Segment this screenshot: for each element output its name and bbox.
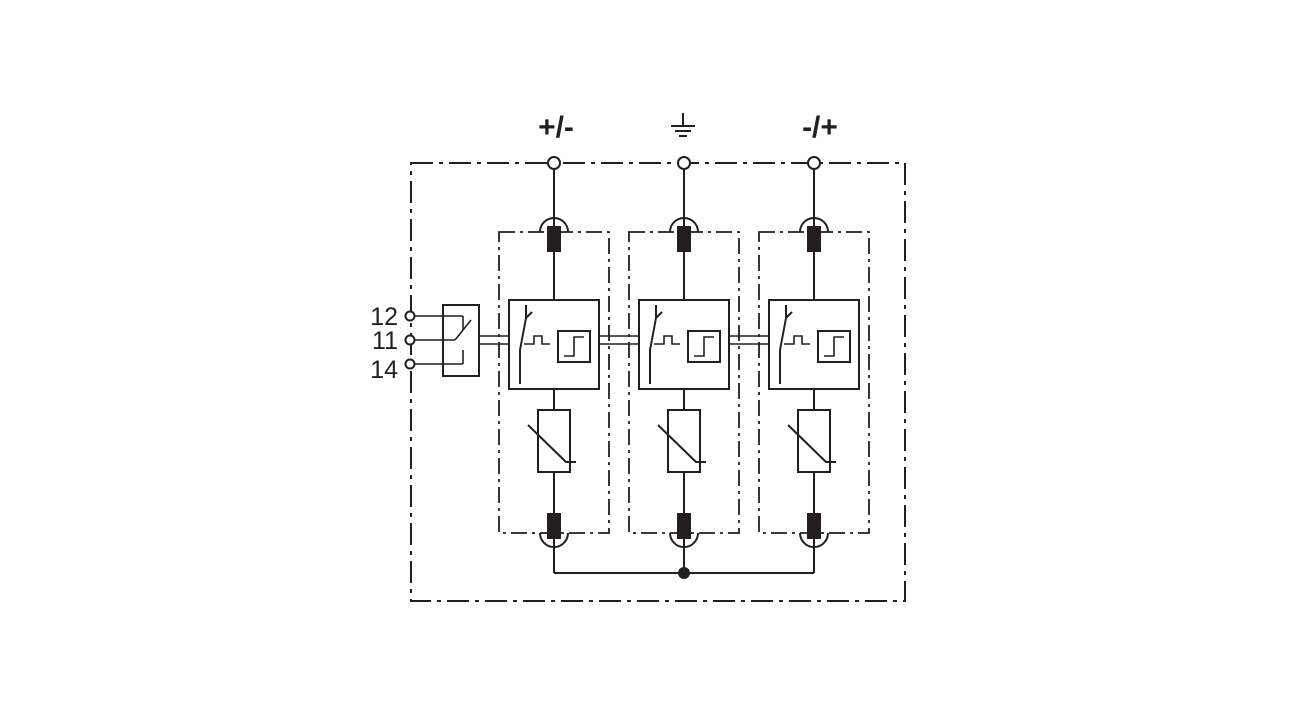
- varistor-icon: [657, 409, 706, 473]
- fuse-icon: [677, 226, 691, 252]
- ground-icon: [671, 113, 695, 137]
- junction-dot: [678, 567, 690, 579]
- fuse-icon: [547, 226, 561, 252]
- fuse-icon: [807, 226, 821, 252]
- thermal-trip-icon: [687, 330, 721, 363]
- protection-module-3: [758, 169, 870, 548]
- thermal-trip-icon: [817, 330, 851, 363]
- plug-contact-top: [799, 217, 829, 233]
- aux-pin-label-12: 12: [370, 303, 398, 331]
- mechanical-linkage: [479, 335, 770, 345]
- terminal-label-positive: +/-: [538, 111, 574, 144]
- thermal-disconnector: [638, 299, 730, 390]
- thermal-trip-icon: [557, 330, 591, 363]
- disconnector-icon: [649, 305, 663, 384]
- fuse-icon: [677, 513, 691, 539]
- terminal-label-negative: -/+: [802, 111, 838, 144]
- device-enclosure: [410, 162, 906, 602]
- plug-contact-top: [539, 217, 569, 233]
- remote-signal-contact: 12 11 14: [370, 303, 480, 384]
- thermal-link-icon: [524, 335, 550, 345]
- protection-module-2: [628, 169, 740, 548]
- aux-pin-12: [404, 310, 416, 322]
- protection-module-1: [498, 169, 610, 548]
- thermal-disconnector: [768, 299, 860, 390]
- terminal-2: [807, 156, 821, 170]
- aux-pin-14: [404, 358, 416, 370]
- varistor-icon: [527, 409, 576, 473]
- common-bus: [553, 546, 815, 579]
- fuse-icon: [807, 513, 821, 539]
- thermal-disconnector: [508, 299, 600, 390]
- aux-pin-11: [404, 334, 416, 346]
- disconnector-icon: [779, 305, 793, 384]
- varistor-icon: [787, 409, 836, 473]
- thermal-link-icon: [654, 335, 680, 345]
- aux-pin-label-14: 14: [370, 356, 398, 384]
- thermal-link-icon: [784, 335, 810, 345]
- aux-pin-label-11: 11: [372, 327, 398, 355]
- fuse-icon: [547, 513, 561, 539]
- terminal-ground: [677, 156, 691, 170]
- terminal-1: [547, 156, 561, 170]
- plug-contact-top: [669, 217, 699, 233]
- disconnector-icon: [519, 305, 533, 384]
